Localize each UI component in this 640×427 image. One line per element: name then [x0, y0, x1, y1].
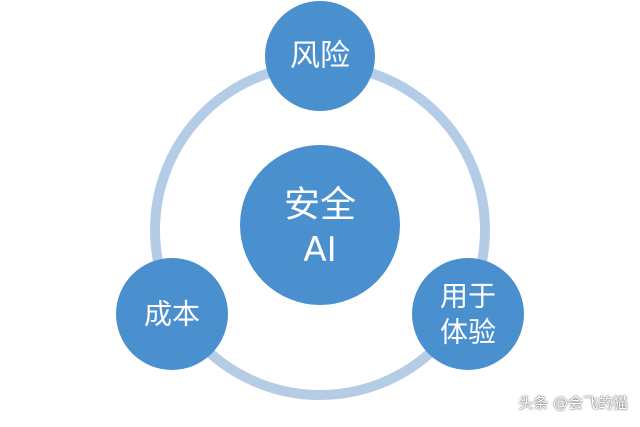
- left-node-label: 成本: [144, 298, 200, 331]
- top-node-label: 风险: [290, 39, 350, 74]
- left-node: [116, 258, 228, 370]
- center-node: [240, 145, 400, 305]
- right-node-label-line1: 用于: [440, 280, 496, 313]
- right-node: [412, 258, 524, 370]
- right-node-label-line2: 体验: [440, 316, 496, 349]
- watermark: 头条 @会飞的猫: [518, 394, 628, 412]
- center-node-label-line2: AI: [303, 230, 336, 270]
- center-node-label-line1: 安全: [284, 185, 356, 226]
- top-node: [265, 1, 375, 111]
